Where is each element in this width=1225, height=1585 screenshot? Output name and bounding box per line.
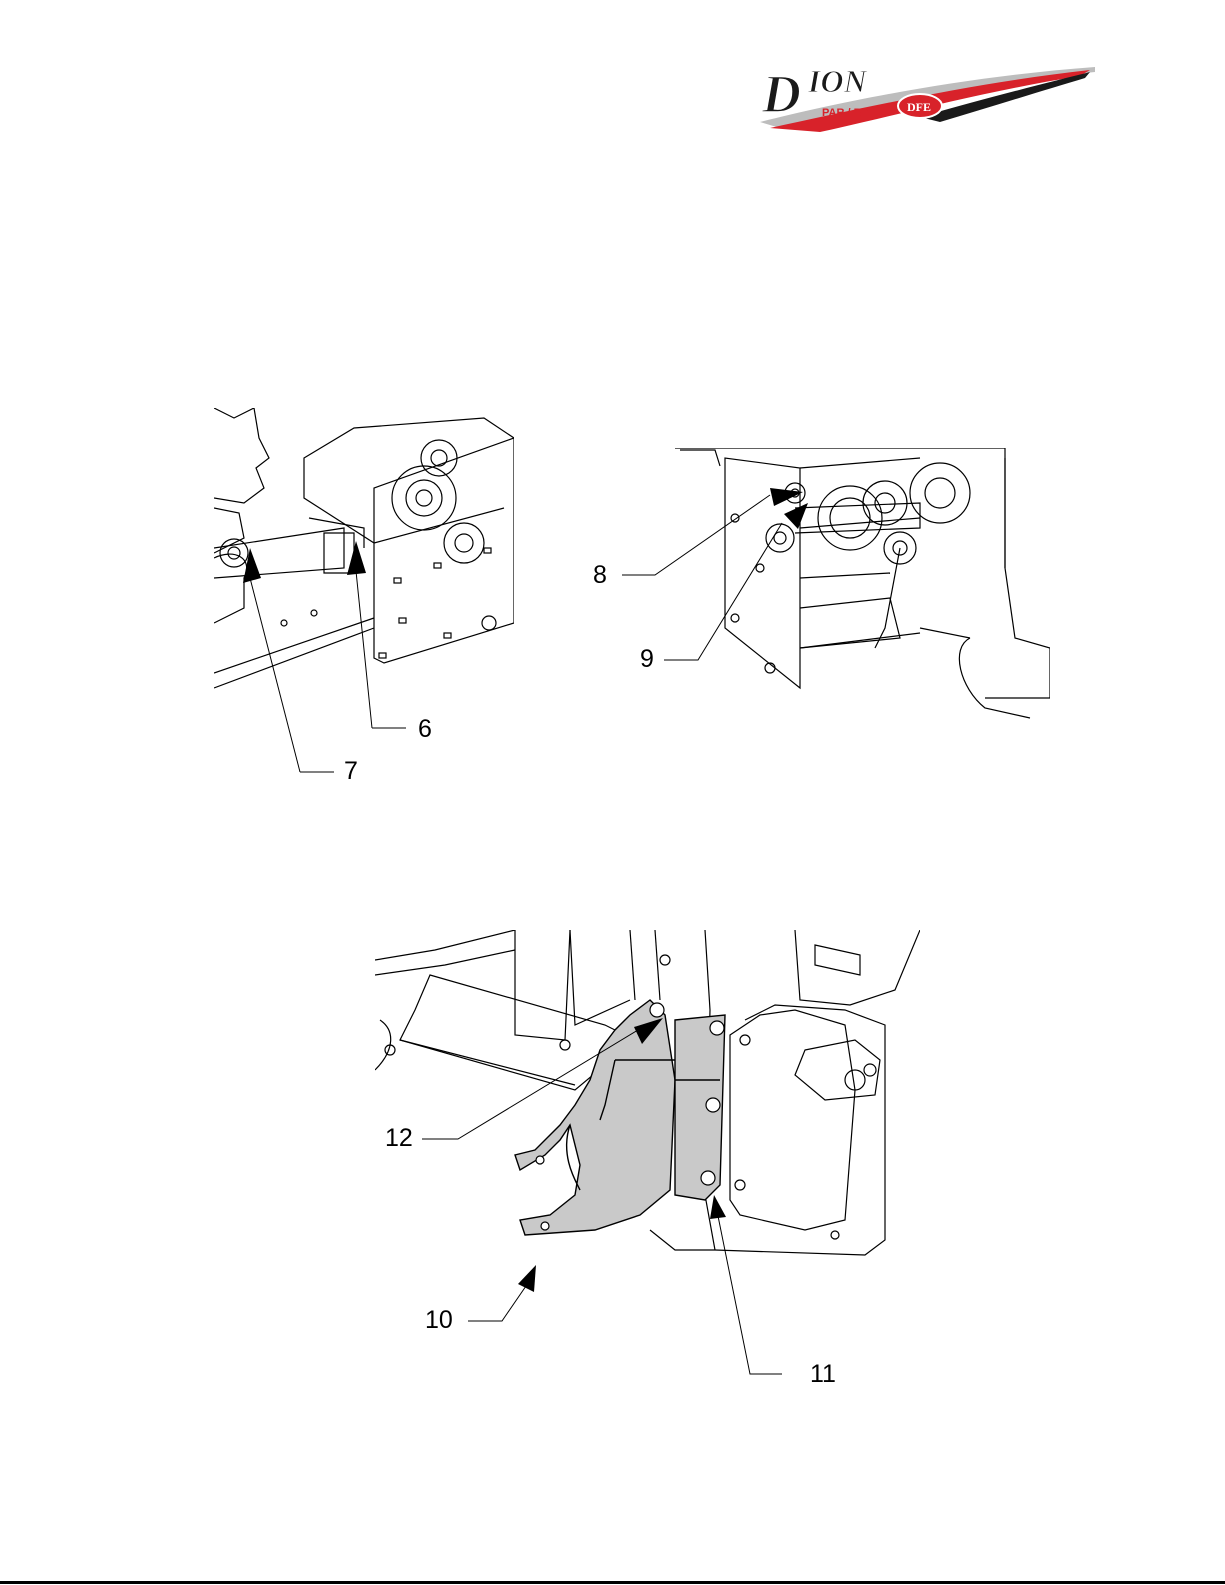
svg-text:D: D xyxy=(761,64,801,124)
mechanism-figure-left xyxy=(214,408,514,703)
mechanism-figure-right xyxy=(620,448,1050,743)
callout-11: 11 xyxy=(810,1362,836,1387)
callout-10: 10 xyxy=(425,1308,453,1333)
svg-text:PAR / BY: PAR / BY xyxy=(822,107,870,119)
callout-12: 12 xyxy=(385,1126,413,1151)
callout-7: 7 xyxy=(344,759,358,784)
callout-6: 6 xyxy=(418,717,432,742)
dion-logo: D ION PAR / BY DFE xyxy=(760,62,1095,132)
svg-text:DFE: DFE xyxy=(907,100,931,114)
svg-text:ION: ION xyxy=(807,63,869,99)
bracket-assembly-figure xyxy=(375,930,920,1285)
callout-8: 8 xyxy=(593,563,607,588)
footer-rule xyxy=(0,1581,1225,1584)
callout-9: 9 xyxy=(640,647,654,672)
